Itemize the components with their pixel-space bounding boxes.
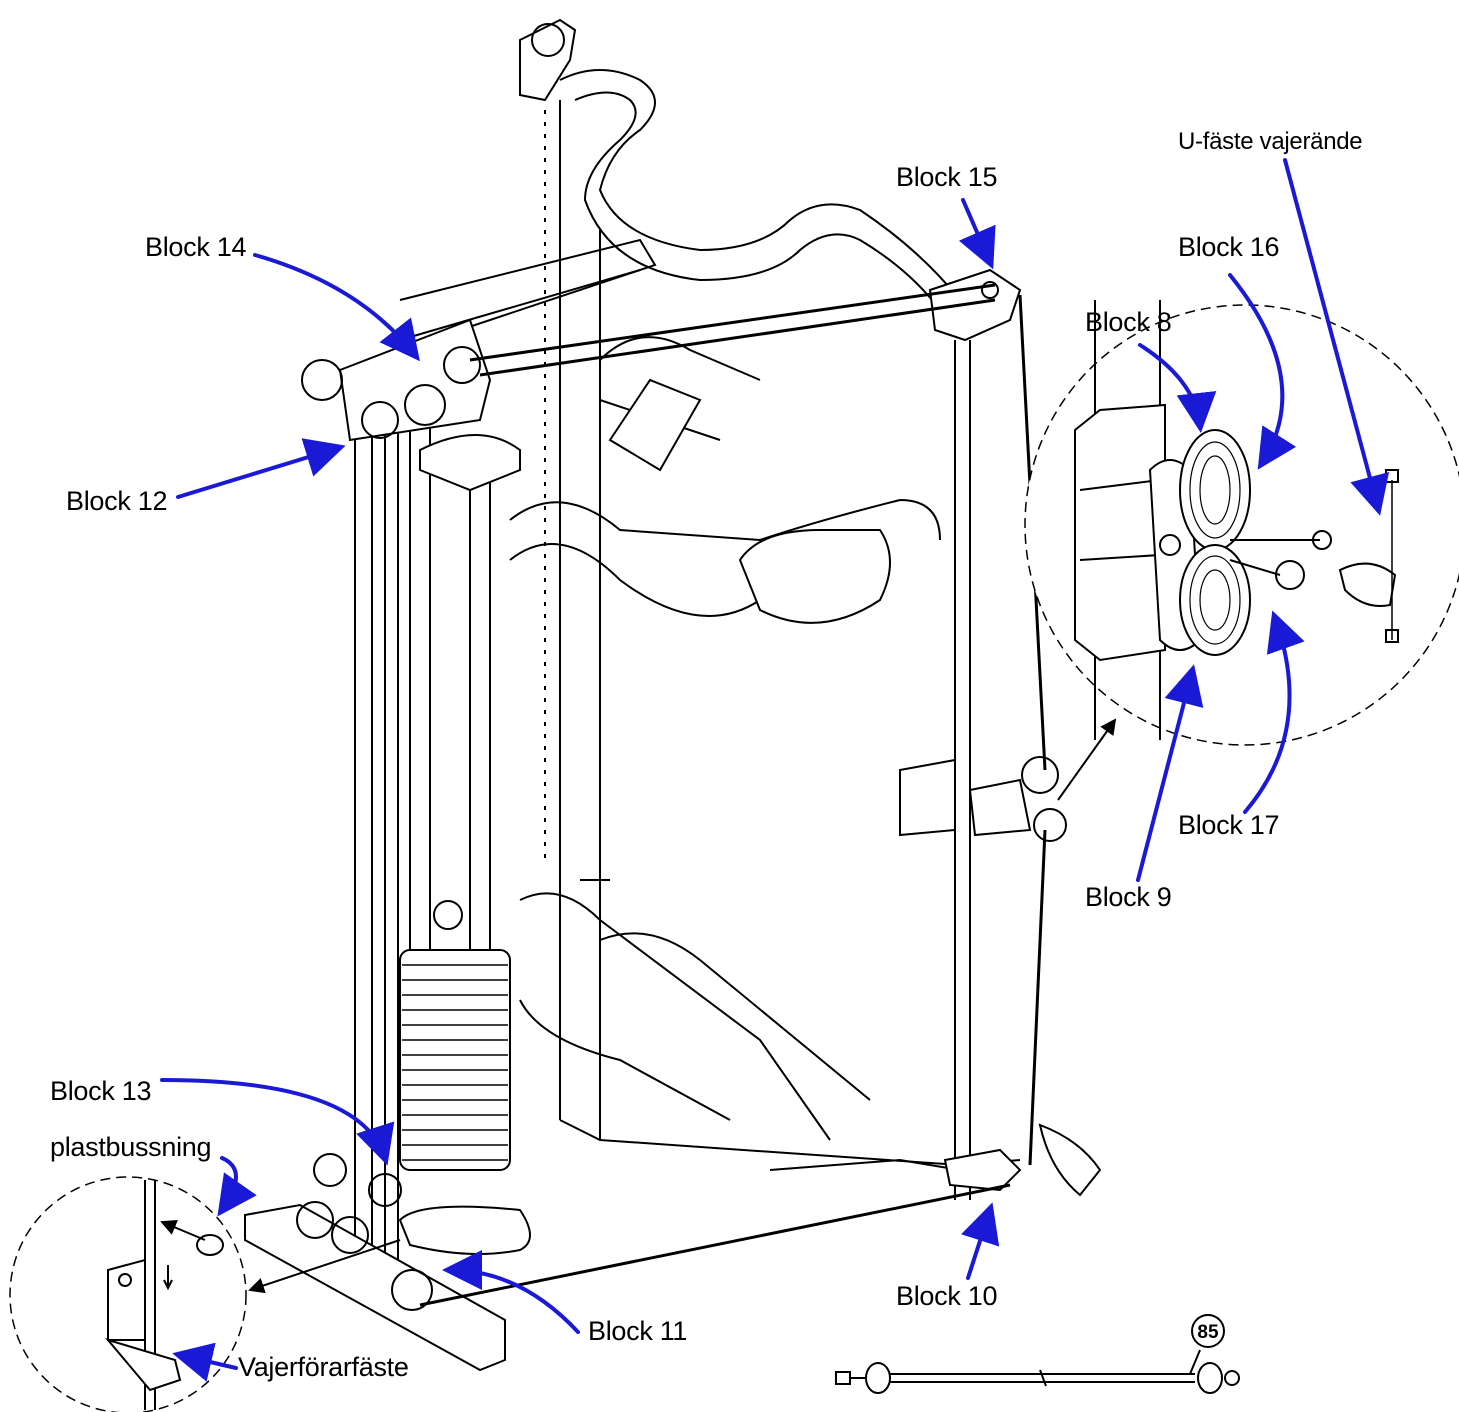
label-block10: Block 10: [896, 1281, 998, 1311]
arrow-block13: [160, 1078, 395, 1166]
label-vajerforarfaste: Vajerförarfäste: [238, 1352, 409, 1382]
arrow-block10: [961, 1202, 1000, 1280]
label-block16: Block 16: [1178, 232, 1280, 262]
label-plastbussning: plastbussning: [50, 1132, 212, 1162]
part-number-label: 85: [1197, 1322, 1219, 1343]
arrow-u-faste: [1283, 158, 1390, 516]
arrow-block8: [1138, 343, 1217, 433]
label-block14: Block 14: [145, 232, 247, 262]
arrow-plastbussning: [217, 1156, 257, 1217]
arrow-block9: [1136, 664, 1204, 882]
arrow-vajerforarfaste: [172, 1342, 238, 1382]
label-block13: Block 13: [50, 1076, 152, 1106]
callout-arrows: [160, 158, 1390, 1382]
label-block8: Block 8: [1085, 307, 1172, 337]
detail-circle-cable-guide: [9, 1176, 247, 1412]
label-block11: Block 11: [588, 1316, 688, 1346]
arrow-block16: [1228, 273, 1297, 470]
cable-part-85: [835, 1314, 1240, 1394]
detail-circle-pulleys: [1024, 300, 1459, 746]
label-u-faste: U-fäste vajerände: [1178, 128, 1363, 155]
arrow-block11: [442, 1250, 580, 1334]
label-block9: Block 9: [1085, 882, 1172, 912]
machine-frame: [244, 18, 1102, 1372]
label-block12: Block 12: [66, 486, 168, 516]
arrow-block17: [1243, 610, 1305, 814]
arrow-block12: [176, 438, 346, 499]
label-block17: Block 17: [1178, 810, 1280, 840]
arrow-block15: [958, 198, 996, 270]
label-block15: Block 15: [896, 162, 998, 192]
arrow-block14: [253, 253, 420, 362]
